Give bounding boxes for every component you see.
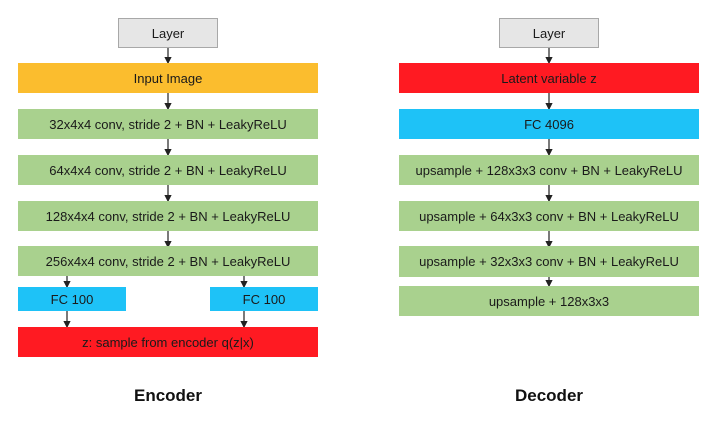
- decoder-fc-block: FC 4096: [399, 109, 699, 139]
- decoder-upsample-label: upsample + 128x3x3: [488, 293, 610, 309]
- decoder-upsample-label: upsample + 128x3x3 conv + BN + LeakyReLU: [415, 162, 683, 178]
- encoder-conv-block-4: 256x4x4 conv, stride 2 + BN + LeakyReLU: [18, 246, 318, 276]
- encoder-conv-label: 256x4x4 conv, stride 2 + BN + LeakyReLU: [45, 253, 291, 269]
- encoder-fc-right-label: FC 100: [242, 291, 286, 307]
- decoder-latent-block: Latent variable z: [399, 63, 699, 93]
- decoder-upsample-label: upsample + 32x3x3 conv + BN + LeakyReLU: [419, 254, 679, 269]
- encoder-conv-label: 64x4x4 conv, stride 2 + BN + LeakyReLU: [49, 162, 287, 178]
- encoder-input-label: Input Image: [133, 70, 203, 86]
- encoder-fc-left-label: FC 100: [50, 291, 94, 307]
- decoder-latent-label: Latent variable z: [501, 70, 597, 86]
- encoder-sample-label: z: sample from encoder q(z|x): [82, 334, 254, 350]
- decoder-upsample-block-4: upsample + 128x3x3: [399, 286, 699, 316]
- decoder-layer-legend: Layer: [499, 18, 599, 48]
- decoder-layer-label: Layer: [532, 25, 566, 41]
- decoder-upsample-label: upsample + 64x3x3 conv + BN + LeakyReLU: [419, 208, 679, 224]
- encoder-layer-label: Layer: [151, 25, 185, 41]
- decoder-upsample-block-3: upsample + 32x3x3 conv + BN + LeakyReLU: [399, 246, 699, 277]
- encoder-sample-block: z: sample from encoder q(z|x): [18, 327, 318, 357]
- decoder-fc-label: FC 4096: [524, 116, 574, 132]
- encoder-fc-right-block: FC 100: [210, 287, 318, 311]
- encoder-conv-block-1: 32x4x4 conv, stride 2 + BN + LeakyReLU: [18, 109, 318, 139]
- decoder-title: Decoder: [514, 386, 584, 405]
- encoder-fc-left-block: FC 100: [18, 287, 126, 311]
- encoder-title: Encoder: [133, 386, 203, 405]
- encoder-conv-block-2: 64x4x4 conv, stride 2 + BN + LeakyReLU: [18, 155, 318, 185]
- encoder-input-image-block: Input Image: [18, 63, 318, 93]
- decoder-upsample-block-2: upsample + 64x3x3 conv + BN + LeakyReLU: [399, 201, 699, 231]
- encoder-conv-block-3: 128x4x4 conv, stride 2 + BN + LeakyReLU: [18, 201, 318, 231]
- encoder-conv-label: 128x4x4 conv, stride 2 + BN + LeakyReLU: [45, 208, 291, 224]
- encoder-layer-legend: Layer: [118, 18, 218, 48]
- encoder-conv-label: 32x4x4 conv, stride 2 + BN + LeakyReLU: [49, 116, 287, 132]
- decoder-upsample-block-1: upsample + 128x3x3 conv + BN + LeakyReLU: [399, 155, 699, 185]
